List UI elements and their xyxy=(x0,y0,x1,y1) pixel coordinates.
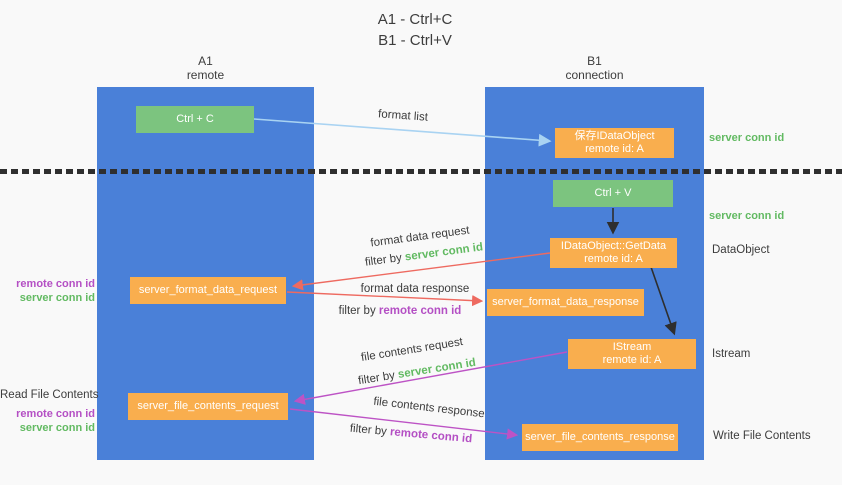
label-remote-conn-id-1: remote conn id xyxy=(16,278,95,290)
node-format-request-label: server_format_data_request xyxy=(138,284,278,296)
node-ctrl-c-label: Ctrl + C xyxy=(176,113,214,125)
label-read-file-contents: Read File Contents xyxy=(0,389,99,401)
label-server-conn-id-mid-right: server conn id xyxy=(709,210,785,222)
remote-conn-id-keyword: remote conn id xyxy=(378,305,462,317)
node-save-idataobject: 保存IDataObject remote id: A xyxy=(555,128,674,158)
node-ctrl-c: Ctrl + C xyxy=(136,106,254,133)
node-ctrl-v: Ctrl + V xyxy=(553,180,673,207)
label-dataobject: DataObject xyxy=(712,244,770,256)
label-conn-ids-lower-left: remote conn id server conn id xyxy=(0,407,95,435)
filter-by-text: filter by xyxy=(349,422,391,439)
node-istream-line1: IStream xyxy=(612,341,652,353)
node-getdata-line2: remote id: A xyxy=(584,253,643,265)
node-save-idataobject-line2: remote id: A xyxy=(585,143,644,155)
lane-a1-title: A1 xyxy=(198,54,213,68)
node-getdata-line1: IDataObject::GetData xyxy=(560,240,667,252)
lane-a1-subtitle: remote xyxy=(186,68,225,82)
diagram-title: A1 - Ctrl+C B1 - Ctrl+V xyxy=(330,9,500,51)
node-istream-line2: remote id: A xyxy=(602,354,662,366)
node-istream: IStream remote id: A xyxy=(568,339,696,369)
title-line-ctrl-v: B1 - Ctrl+V xyxy=(378,32,452,49)
label-file-contents-response: file contents response xyxy=(372,395,486,421)
node-idataobject-getdata: IDataObject::GetData remote id: A xyxy=(550,238,677,268)
lane-header-b1-connection: B1 connection xyxy=(485,54,704,82)
node-format-response-label: server_format_data_response xyxy=(492,296,639,308)
label-server-conn-id-1: server conn id xyxy=(19,292,95,304)
filter-by-text: filter by xyxy=(364,251,406,269)
lane-b1-title: B1 xyxy=(587,54,602,68)
node-server-file-contents-request: server_file_contents_request xyxy=(128,393,288,420)
label-format-data-response: format data response xyxy=(360,283,470,295)
node-server-file-contents-response: server_file_contents_response xyxy=(522,424,678,451)
server-conn-id-keyword: server conn id xyxy=(404,241,484,264)
label-remote-conn-id-2: remote conn id xyxy=(16,408,95,420)
label-file-response-filter: filter by remote conn id xyxy=(348,423,475,446)
server-conn-id-keyword: server conn id xyxy=(397,356,477,381)
label-conn-ids-upper-left: remote conn id server conn id xyxy=(0,277,95,305)
label-server-conn-id-2: server conn id xyxy=(19,422,95,434)
lane-b1-subtitle: connection xyxy=(565,68,624,82)
label-format-response-filter: filter by remote conn id xyxy=(338,305,462,317)
node-save-idataobject-line1: 保存IDataObject xyxy=(574,130,655,142)
node-file-request-label: server_file_contents_request xyxy=(137,400,279,412)
label-istream: Istream xyxy=(712,348,751,360)
filter-by-text: filter by xyxy=(338,305,379,317)
node-server-format-data-response: server_format_data_response xyxy=(487,289,644,316)
filter-by-text: filter by xyxy=(357,369,399,388)
label-server-conn-id-top-right: server conn id xyxy=(709,132,785,144)
title-line-ctrl-c: A1 - Ctrl+C xyxy=(377,11,453,28)
remote-conn-id-keyword: remote conn id xyxy=(389,426,473,446)
node-server-format-data-request: server_format_data_request xyxy=(130,277,286,304)
node-ctrl-v-label: Ctrl + V xyxy=(594,187,632,199)
lane-header-a1-remote: A1 remote xyxy=(97,54,314,82)
node-file-response-label: server_file_contents_response xyxy=(525,431,675,443)
label-format-list: format list xyxy=(377,108,429,124)
machine-separator-dotted-line xyxy=(0,169,842,174)
label-write-file-contents: Write File Contents xyxy=(713,430,811,442)
